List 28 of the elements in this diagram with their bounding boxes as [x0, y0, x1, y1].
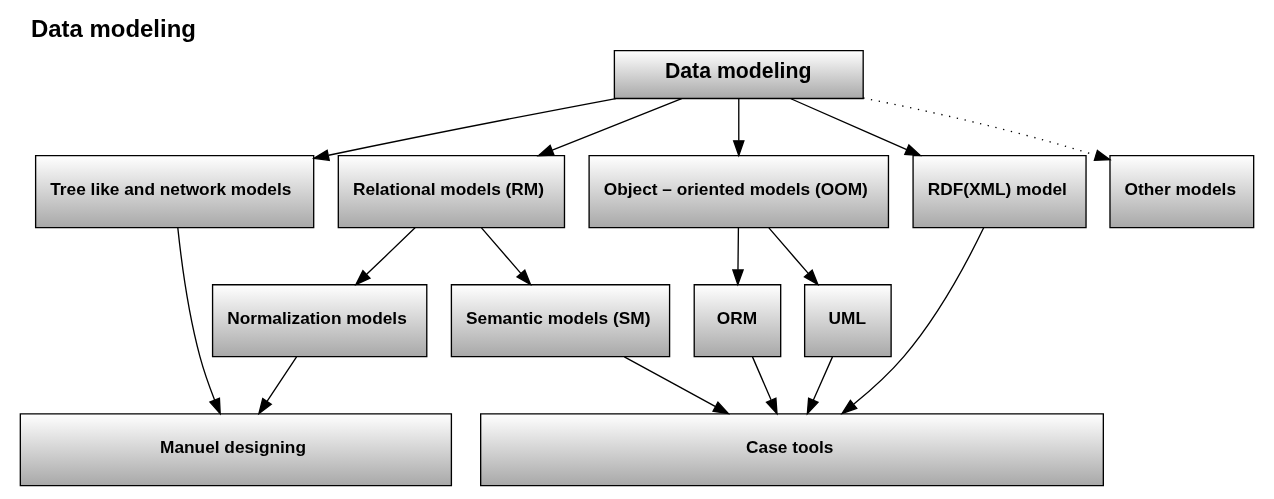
arrow [623, 356, 731, 415]
arrow [751, 356, 778, 416]
node-box: Normalization models [211, 284, 428, 358]
arrow [840, 227, 985, 415]
node-box: UML [803, 284, 892, 358]
node-box: Case tools [480, 413, 1104, 487]
node-box: Data modeling [613, 49, 864, 100]
node-box: RDF(XML) model [912, 155, 1087, 229]
node-box: Manuel designing [19, 413, 453, 487]
arrow [311, 97, 617, 162]
node-box: Relational models (RM) [337, 155, 566, 229]
node-box: Tree like and network models [34, 155, 315, 229]
arrow [257, 356, 298, 416]
arrow [862, 97, 1112, 161]
node-box: ORM [693, 284, 782, 358]
diagram-title: Data modeling [30, 14, 196, 42]
arrow [354, 227, 416, 286]
node-box: Other models [1109, 155, 1255, 229]
arrow [790, 98, 923, 157]
node-box: Semantic models (SM) [450, 284, 671, 358]
arrow [806, 356, 834, 416]
arrow [177, 227, 221, 416]
arrow [536, 97, 683, 157]
arrow [731, 227, 745, 287]
arrow [480, 227, 532, 287]
node-box: Object – oriented models (OOM) [588, 155, 890, 229]
arrow [732, 98, 745, 158]
arrow [768, 227, 820, 287]
